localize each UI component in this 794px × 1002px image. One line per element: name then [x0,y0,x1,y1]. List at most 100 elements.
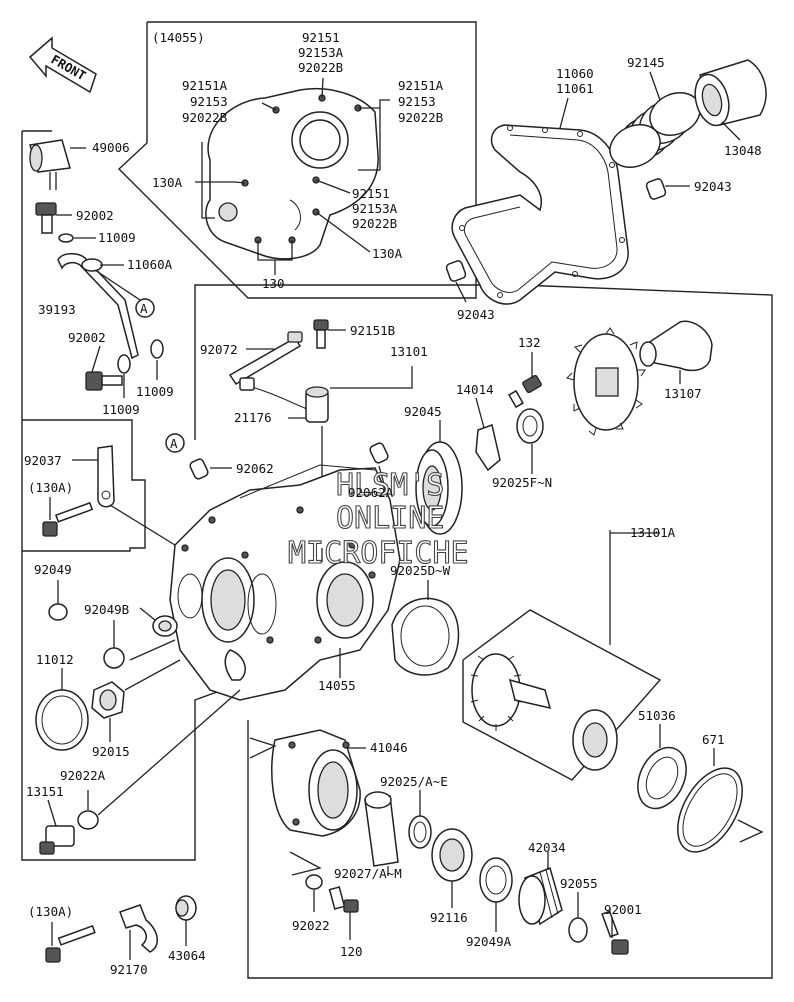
label-92153-right: 92153 [398,94,436,109]
shim-92025-part [408,815,432,849]
oil-seal-51036-part [637,746,687,810]
flange-housing-part [271,729,361,837]
label-42034: 42034 [528,840,566,855]
label-92027: 92027/A~M [334,866,402,881]
washer-11009-c [150,339,164,359]
breather-tube-part [57,253,139,360]
ring-gear-part [566,327,646,436]
label-130-cover: 130 [262,276,285,291]
label-92002-b: 92002 [68,330,106,345]
gasket-92025D-part [391,597,460,676]
reference-marker-a-lower: A [165,433,185,453]
label-92055: 92055 [560,876,598,891]
label-92015: 92015 [92,744,130,759]
dowel-pin-right [645,178,667,200]
marker-a-lower-label: A [170,436,178,451]
label-671: 671 [702,732,725,747]
label-92062: 92062 [236,461,274,476]
label-11009-a: 11009 [98,230,136,245]
label-92151B: 92151B [350,323,395,338]
marker-a-upper-label: A [140,301,148,316]
washer-11009-a [58,233,74,243]
bearing-13101A-part [572,709,618,771]
label-92116: 92116 [430,910,468,925]
grommet-43064-part [175,895,197,921]
label-11060A: 11060A [127,257,173,272]
label-11012: 11012 [36,652,74,667]
label-13151: 13151 [26,784,64,799]
gasket-part [451,124,629,305]
label-92153-left: 92153 [190,94,228,109]
label-92001: 92001 [604,902,642,917]
spring-part [609,92,701,168]
label-92025F: 92025F~N [492,475,552,490]
label-11009-c: 11009 [136,384,174,399]
label-92002-a: 92002 [76,208,114,223]
dowel-pin-bottom [445,260,467,282]
cap-11012-part [35,689,89,751]
label-13048: 13048 [724,143,762,158]
label-92145: 92145 [627,55,665,70]
bracket-92170-part [119,904,158,953]
label-120: 120 [340,944,363,959]
group-header-label: (14055) [152,30,205,45]
label-92022B-top: 92022B [298,60,343,75]
label-13101: 13101 [390,344,428,359]
connector-cap-part [29,139,71,173]
label-92170: 92170 [110,962,148,977]
coupling-42034-part [518,866,563,926]
dowel-92062-part [189,458,209,480]
label-13107: 13107 [664,386,702,401]
sleeve-92027-part [364,791,399,867]
label-130A-cover-right: 130A [372,246,403,261]
label-130A-b: (130A) [28,904,73,919]
plug-13151-part [39,825,75,855]
nut-92015-part [91,681,125,719]
watermark-line-1: HLSM'S [336,468,444,503]
cover-leader-lines [195,77,390,275]
label-92072: 92072 [200,342,238,357]
label-92037: 92037 [24,453,62,468]
ring-gear-assembly-part [470,653,552,731]
label-51036: 51036 [638,708,676,723]
oil-seal-92049B-part [103,647,125,669]
o-ring-671-part [677,767,743,853]
clutch-sleeve-part [694,59,767,127]
label-13101A: 13101A [630,525,676,540]
label-43064: 43064 [168,948,206,963]
label-92151-top: 92151 [302,30,340,45]
front-arrow-icon: FRONT [28,36,97,94]
label-92153A-mid: 92153A [352,201,398,216]
label-92045: 92045 [404,404,442,419]
housing-cover-part [205,87,379,260]
o-ring-92055-part [568,917,588,943]
oil-seal-92049-part [48,603,68,621]
label-92025AE: 92025/A~E [380,774,448,789]
label-92151-mid: 92151 [352,186,390,201]
label-92151A-left: 92151A [182,78,228,93]
label-92151A-right: 92151A [398,78,444,93]
watermark-line-3: MICROFICHE [288,536,469,571]
bolt-132-part [508,374,542,409]
label-92062A: 92062A [348,485,394,500]
label-130A-cover: 130A [152,175,183,190]
label-14055: 14055 [318,678,356,693]
part-labels: (14055) 92151 92153A 92022B 92151A 92153… [24,30,762,977]
speed-sensor-part [239,377,329,423]
shim-92025F-part [516,408,544,444]
sensor-group-frame [21,130,146,552]
bolt-120-part [328,886,359,913]
watermark: HLSM'S ONLINE MICROFICHE [287,467,469,571]
label-41046: 41046 [370,740,408,755]
label-92153A-top: 92153A [298,45,344,60]
final-drive-housing-part [169,464,401,701]
bearing-92045-part [415,441,463,535]
dowel-92062A-part [369,442,389,464]
bolt-130A-upper-part [42,501,94,537]
label-92022: 92022 [292,918,330,933]
cable-strap-part [228,331,303,386]
label-14014: 14014 [456,382,494,397]
washer-92022A-part [77,810,99,830]
label-92049: 92049 [34,562,72,577]
